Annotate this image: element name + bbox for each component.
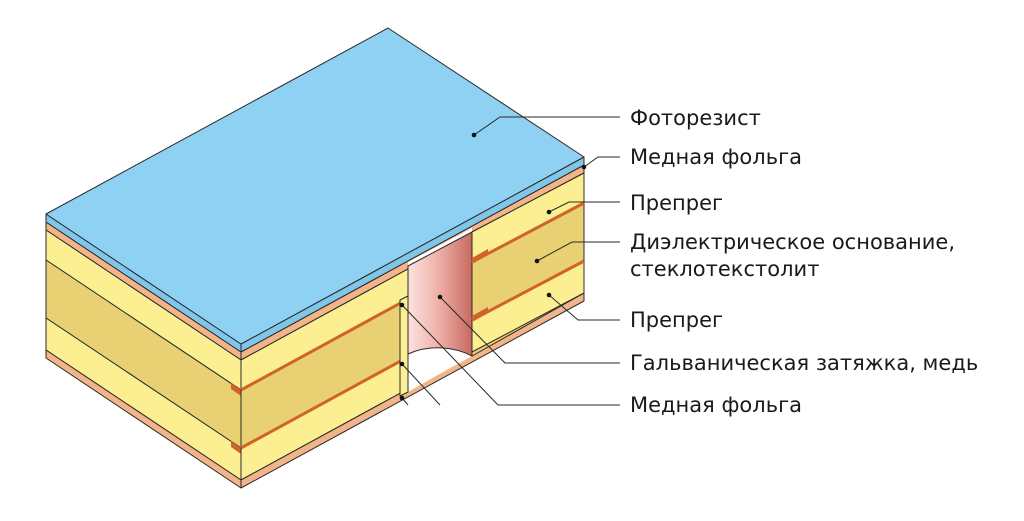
label-photoresist: Фоторезист <box>630 106 761 130</box>
leader-dot-prepreg-bottom <box>546 292 552 298</box>
hole-copper-notch-upper <box>472 249 488 264</box>
leader-dot-copper-bottom-2 <box>399 361 405 367</box>
hole-copper-notch-lower <box>472 307 488 322</box>
leader-prepreg-bottom <box>548 294 620 321</box>
leader-dot-dielectric <box>534 258 540 264</box>
leader-copper-bottom-2 <box>401 363 441 406</box>
label-dielectric-line1: Диэлектрическое основание, <box>630 230 955 254</box>
hole-left-cut-edge <box>399 295 409 397</box>
leader-dielectric <box>536 241 620 262</box>
left-inner-copper-notch-lower <box>231 441 241 454</box>
hole-right-inner-copper-lower <box>471 259 585 322</box>
leader-prepreg-top <box>548 201 620 213</box>
label-dielectric-line2: стеклотекстолит <box>630 257 819 281</box>
left-face-layers <box>45 221 242 489</box>
photoresist-top <box>45 27 585 353</box>
leader-dot-prepreg-top <box>546 209 552 215</box>
leader-copper-top <box>583 156 620 168</box>
leader-dot-copper-bottom-3 <box>399 395 405 401</box>
label-prepreg-top: Препрег <box>630 191 723 215</box>
hole-right-inner-copper-upper <box>471 201 585 264</box>
labels: Фоторезист Медная фольга Препрег Диэлект… <box>630 106 978 417</box>
left-inner-copper-notch-upper <box>231 383 241 396</box>
leader-plating <box>439 296 620 364</box>
label-prepreg-bottom: Препрег <box>630 308 723 332</box>
leader-photoresist <box>473 116 620 136</box>
leader-dot-copper-top <box>581 164 587 170</box>
label-plating: Гальваническая затяжка, медь <box>630 351 978 375</box>
leader-copper-bottom <box>401 304 620 406</box>
leader-dot-copper-bottom-1 <box>399 302 405 308</box>
label-copper-foil-bottom: Медная фольга <box>630 393 802 417</box>
plated-hole-cutaway <box>399 172 585 397</box>
label-copper-foil-top: Медная фольга <box>630 145 802 169</box>
leader-dot-photoresist <box>471 132 477 138</box>
photoresist-surface <box>45 27 585 345</box>
leader-lines <box>399 116 620 406</box>
leader-dot-plating <box>437 294 443 300</box>
